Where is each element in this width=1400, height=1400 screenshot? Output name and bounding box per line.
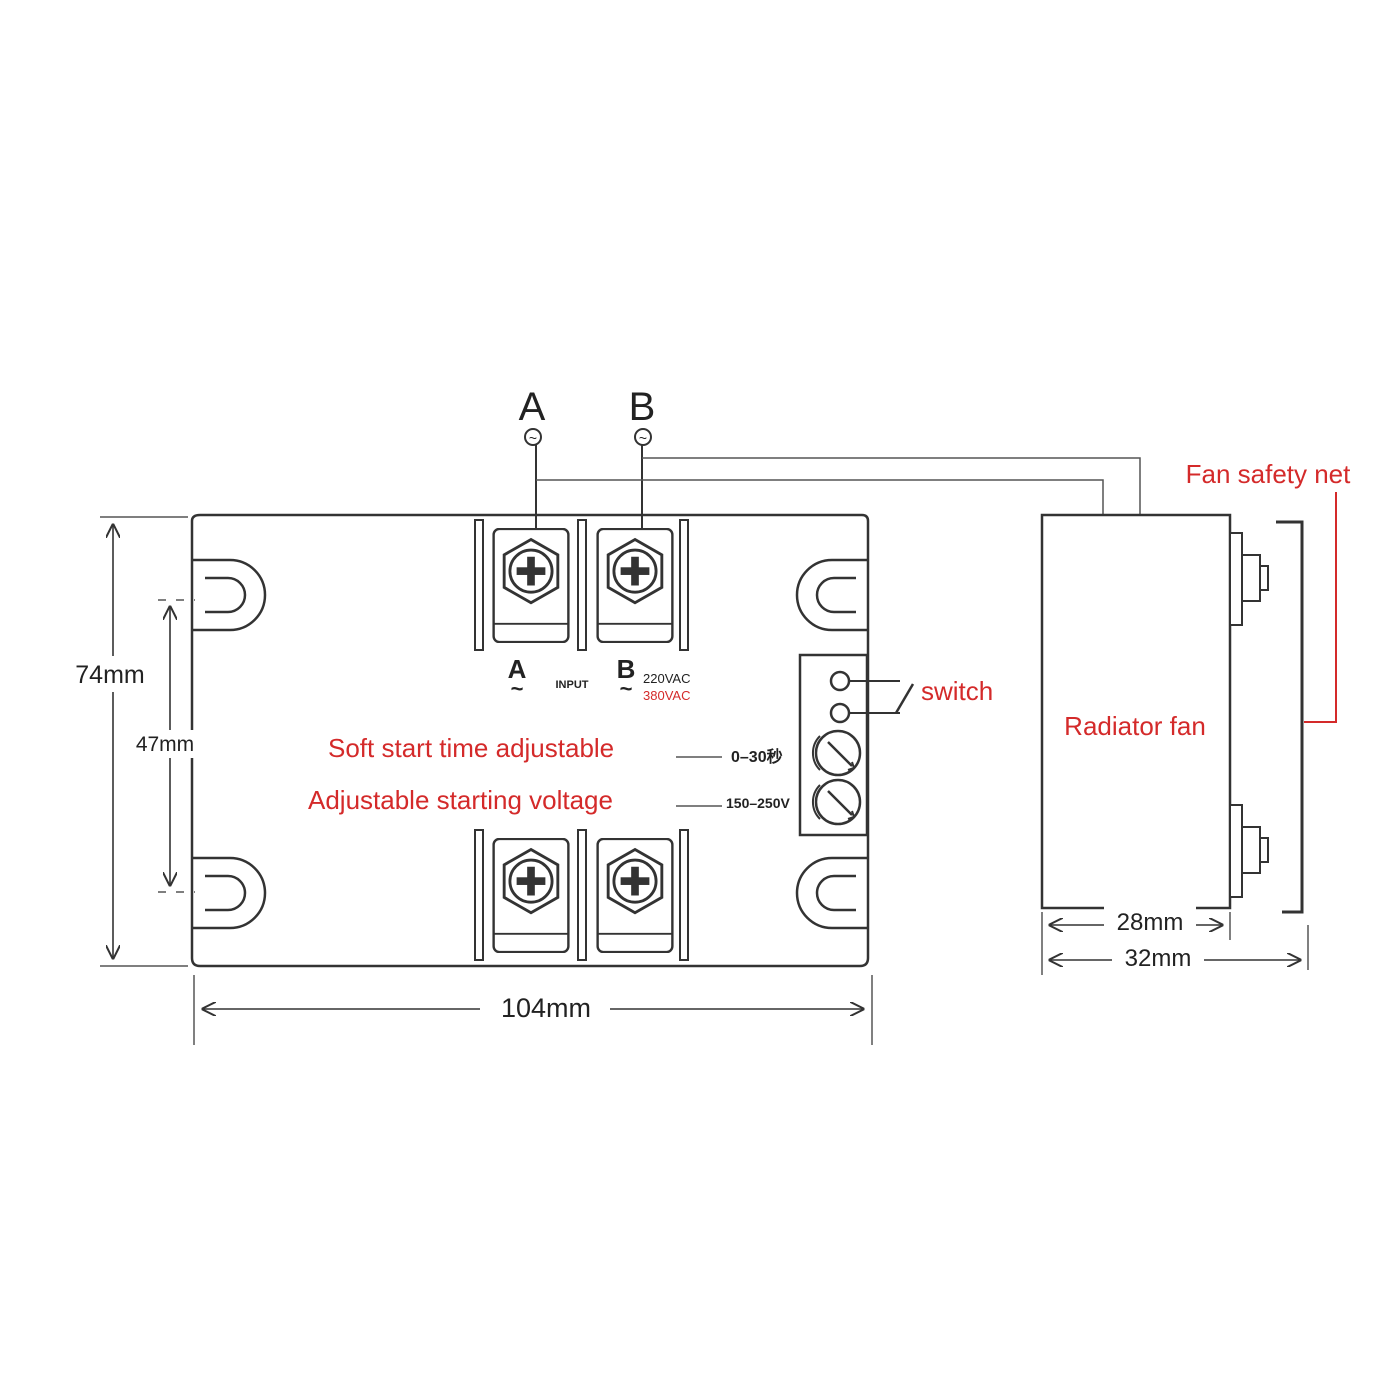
- fan-feed-wires: [536, 457, 1141, 515]
- switch-terminals: [829, 670, 915, 724]
- module-body: [190, 513, 870, 968]
- radiator-fan-label: Radiator fan: [1064, 711, 1206, 741]
- fan-safety-net-leader: [1304, 492, 1337, 723]
- input-label: INPUT: [556, 679, 589, 691]
- fan-safety-net-bracket: [1276, 520, 1304, 914]
- input-wires: [524, 428, 652, 528]
- terminal-label-top-b: B: [629, 385, 656, 429]
- terminal-output-b: [596, 838, 674, 953]
- soft-start-time-label: Soft start time adjustable: [328, 733, 614, 763]
- terminal-input-b: [596, 528, 674, 643]
- voltage-range-label: 150–250V: [726, 795, 791, 811]
- ac-symbol-a: ~: [529, 430, 537, 446]
- terminal-output-a: [492, 838, 570, 953]
- mounting-slot-bottom-right: [795, 856, 868, 930]
- input-label-a: A: [508, 654, 527, 684]
- fan-mounting-studs: [1229, 532, 1269, 898]
- ac-symbol-b: ~: [639, 430, 647, 446]
- input-ac-symbol-a: ~: [511, 676, 524, 701]
- mounting-slot-top-right: [795, 558, 868, 632]
- terminal-label-top-a: A: [519, 385, 546, 429]
- switch-label: switch: [921, 676, 993, 706]
- time-range-label: 0–30秒: [731, 747, 783, 766]
- time-potentiometer-icon: [811, 729, 862, 777]
- voltage-380vac: 380VAC: [643, 688, 690, 703]
- voltage-potentiometer-icon: [811, 778, 862, 826]
- terminal-input-a: [492, 528, 570, 643]
- width-dimension-label: 104mm: [501, 993, 591, 1023]
- voltage-220vac: 220VAC: [643, 671, 690, 686]
- mounting-slot-bottom-left: [192, 856, 267, 930]
- input-label-b: B: [617, 654, 636, 684]
- mount-spacing-label: 47mm: [136, 733, 194, 756]
- fan-depth-label: 28mm: [1117, 909, 1184, 936]
- height-dimension-label: 74mm: [75, 661, 144, 689]
- input-ac-symbol-b: ~: [620, 676, 633, 701]
- fan-safety-net-label: Fan safety net: [1186, 459, 1352, 489]
- terminal-separators: [474, 519, 689, 961]
- height-dimension: [100, 516, 188, 967]
- mounting-slot-top-left: [192, 558, 267, 632]
- radiator-fan-body: [1040, 513, 1232, 910]
- starting-voltage-label: Adjustable starting voltage: [308, 785, 613, 815]
- total-depth-label: 32mm: [1125, 945, 1192, 972]
